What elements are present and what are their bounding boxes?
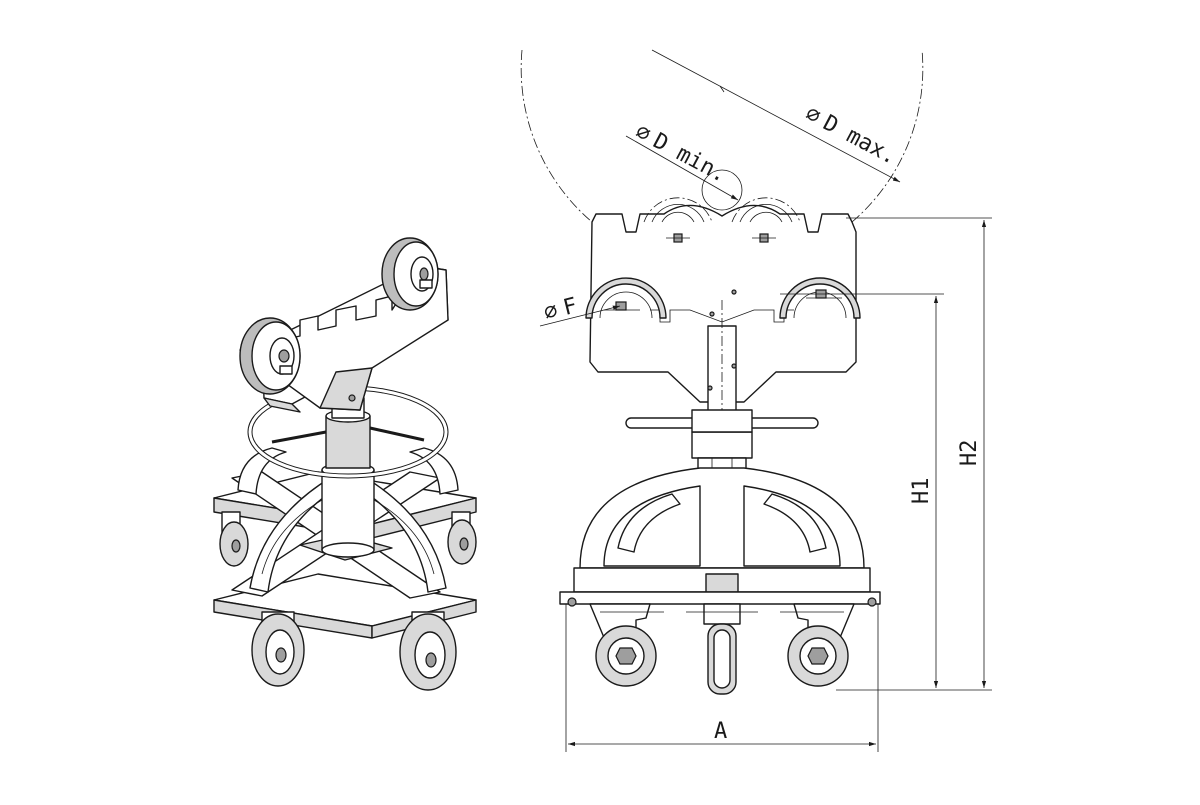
label-h2: H2 (957, 440, 982, 467)
iso-caster-back-left (219, 511, 249, 567)
label-h1: H1 (909, 478, 934, 505)
handwheel (625, 409, 819, 433)
diameter-symbol-f: ∅ (541, 298, 560, 325)
dimension-lines (539, 49, 992, 752)
upper-roller-right (731, 197, 801, 243)
dim-dmax-line (651, 49, 901, 183)
side-roller-left (585, 277, 667, 319)
caster-center (686, 603, 758, 695)
label-f: F (561, 294, 580, 321)
iso-casters (219, 511, 477, 691)
iso-roller-left (239, 317, 301, 395)
front-view (520, 49, 924, 695)
diameter-symbol-dmax: ∅ (801, 101, 824, 129)
upper-roller-left (643, 197, 713, 243)
upper-rollers (643, 197, 801, 243)
casters (589, 603, 855, 695)
roller-head (589, 204, 857, 403)
dim-dmin-line (625, 135, 739, 201)
label-a: A (714, 719, 727, 744)
pipe-dmax-outline (520, 49, 924, 223)
pipe-dmin-outline (701, 169, 743, 211)
caster-left (589, 603, 664, 687)
iso-roller-right (381, 237, 439, 311)
iso-caster-front-right (399, 611, 457, 691)
base-frame (559, 467, 881, 607)
isometric-view (213, 237, 477, 691)
label-d-min: D min. (649, 129, 731, 188)
label-d-max: D max. (819, 111, 901, 170)
dim-f-line (539, 305, 621, 327)
diameter-symbol-dmin: ∅ (631, 119, 654, 147)
caster-right (780, 603, 855, 687)
iso-caster-back-right (447, 511, 477, 565)
iso-column (321, 397, 375, 558)
iso-rollers (239, 237, 439, 395)
iso-caster-front-left (251, 611, 305, 687)
